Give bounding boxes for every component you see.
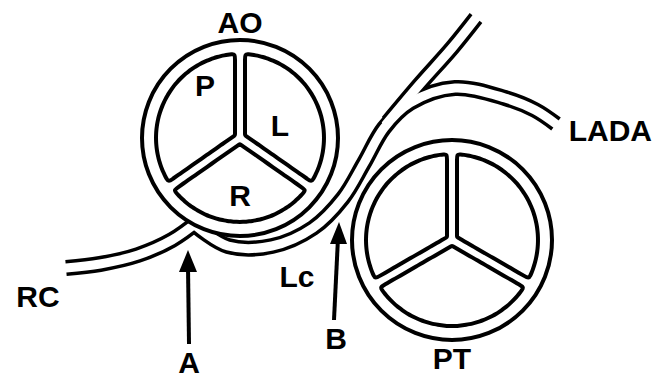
cusp-label: L bbox=[271, 111, 289, 141]
cusp-shape bbox=[175, 144, 305, 222]
valve-ring bbox=[142, 40, 338, 236]
vessel-lumen bbox=[388, 18, 476, 122]
pulmonary-valve: PT bbox=[348, 136, 556, 344]
cusp-label: P bbox=[195, 71, 215, 101]
vessel-label: Lc bbox=[279, 262, 314, 292]
valve-label: PT bbox=[433, 344, 471, 374]
valve-outline bbox=[348, 136, 556, 344]
arrow-shaft bbox=[334, 238, 338, 320]
valve-cusp: R bbox=[171, 141, 309, 225]
arrow-head bbox=[179, 250, 197, 272]
valve-label: AO bbox=[218, 8, 263, 38]
vessel-wall bbox=[388, 18, 476, 122]
pointer-label: B bbox=[325, 324, 347, 354]
vessel-label: RC bbox=[16, 282, 59, 312]
valve-cusp-outline bbox=[366, 154, 447, 277]
valve-ring bbox=[352, 140, 552, 340]
vessel-lumen bbox=[66, 220, 200, 268]
vessel-wall bbox=[66, 220, 200, 268]
pointer-arrow bbox=[179, 250, 197, 344]
aorta-valve: AOPLR bbox=[138, 36, 342, 240]
arrow-head bbox=[330, 222, 347, 244]
arrow-shaft bbox=[188, 266, 189, 344]
pointer-arrow bbox=[330, 222, 347, 320]
cusp-label: R bbox=[229, 181, 251, 211]
vessel-label: LADA bbox=[569, 116, 652, 146]
pointer-label: A bbox=[178, 348, 200, 378]
